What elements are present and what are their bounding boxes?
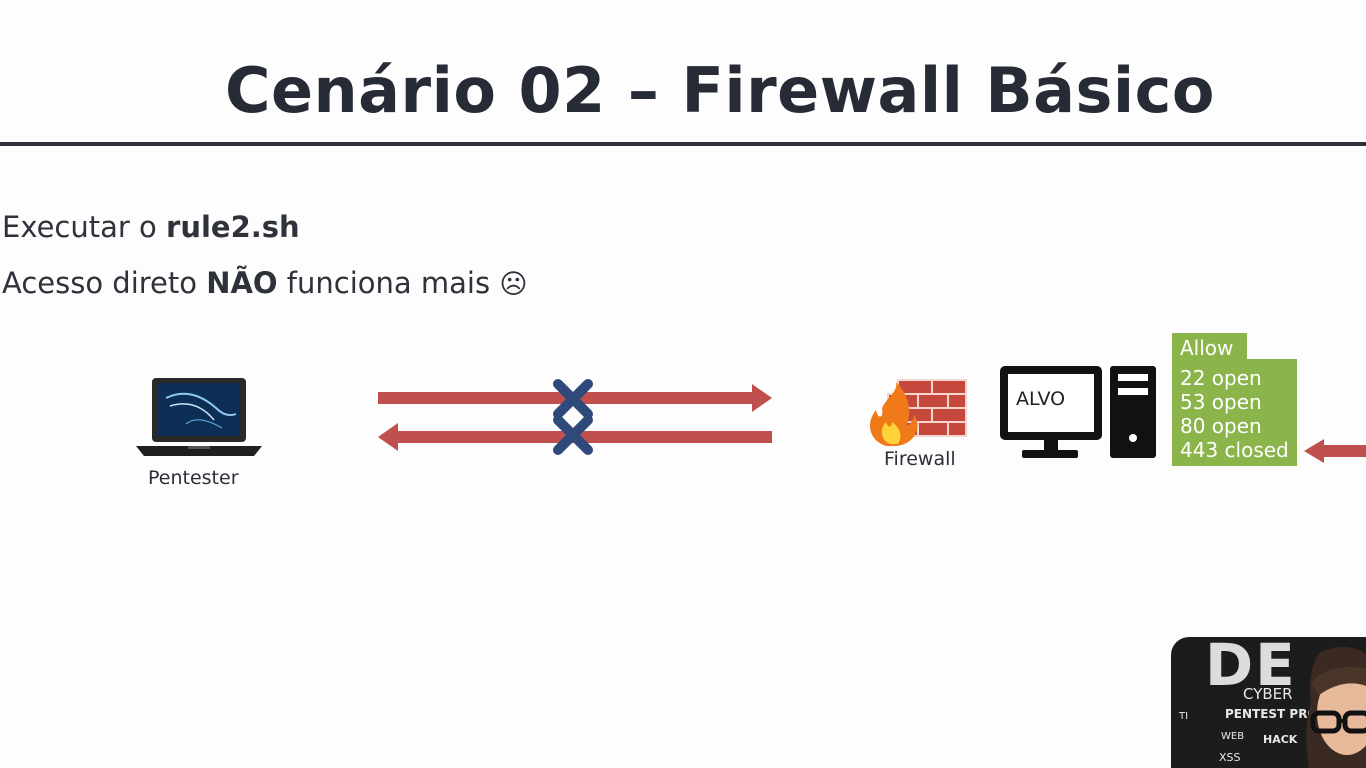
slide-title: Cenário 02 – Firewall Básico — [224, 54, 1215, 127]
title-divider — [0, 142, 1366, 146]
bullet-emphasis: NÃO — [206, 266, 278, 300]
chalkboard-text: PENTEST PRO — [1225, 707, 1318, 721]
port-rule: 443 closed — [1180, 438, 1289, 462]
allow-rules-tab — [1172, 333, 1247, 363]
port-rule: 80 open — [1180, 414, 1262, 438]
pentester-label: Pentester — [148, 467, 239, 489]
port-rule: 22 open — [1180, 366, 1262, 390]
target-label: ALVO — [1016, 388, 1066, 410]
bullet-text: funciona mais — [277, 266, 500, 300]
port-rule: 53 open — [1180, 390, 1262, 414]
chalkboard-text: WEB — [1221, 731, 1245, 742]
firewall-label: Firewall — [884, 448, 956, 470]
firewall-icon — [870, 379, 967, 446]
chalkboard-logo-text: DE — [1205, 637, 1297, 699]
allow-rules-box — [1172, 359, 1297, 466]
bullet-direct-access: Acesso direto NÃO funciona mais ☹ — [2, 266, 527, 300]
blocked-x-icon — [553, 379, 593, 419]
inbound-arrow — [378, 423, 772, 451]
laptop-icon — [136, 378, 262, 456]
chalkboard-text: XSS — [1219, 751, 1241, 764]
sad-face-icon: ☹ — [499, 269, 528, 300]
presenter-webcam: DE CYBER PENTEST PRO TI WEB HACK XSS — [1171, 637, 1366, 768]
blocked-x-icon — [553, 415, 593, 455]
bullet-run-script: Executar o rule2.sh — [2, 210, 300, 244]
chalkboard-text: HACK — [1263, 733, 1298, 746]
allow-title: Allow — [1180, 336, 1234, 360]
bullet-text: Acesso direto — [2, 266, 207, 300]
chalkboard-text: TI — [1179, 711, 1189, 722]
presenter-figure — [1306, 647, 1366, 768]
tower-icon — [1110, 366, 1156, 458]
bullet-text: Executar o — [2, 210, 167, 244]
monitor-icon — [1000, 366, 1102, 458]
chalkboard-text: CYBER — [1243, 685, 1293, 703]
incoming-arrow — [1304, 439, 1366, 463]
bullet-emphasis: rule2.sh — [166, 210, 300, 244]
